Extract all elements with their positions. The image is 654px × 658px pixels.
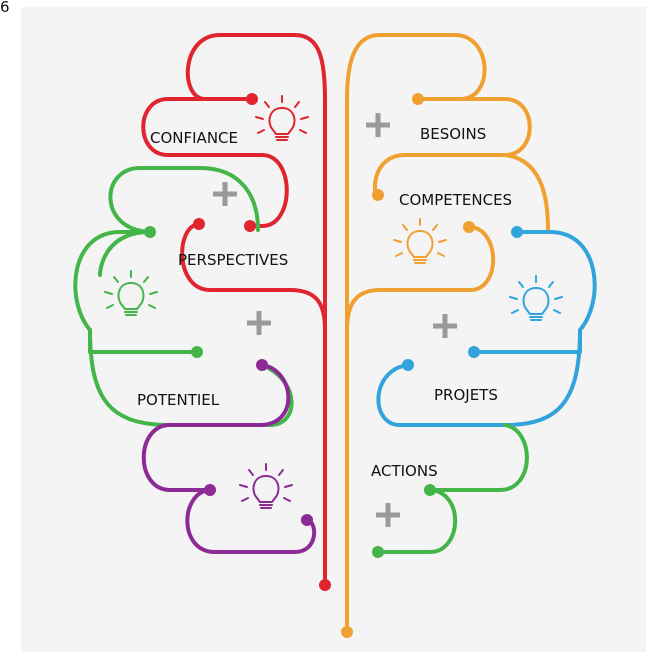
plus-icon xyxy=(433,314,457,338)
orange-dot xyxy=(372,189,384,201)
green-path-upper xyxy=(98,230,152,277)
plus-icon xyxy=(376,503,400,527)
green-dot xyxy=(191,346,203,358)
page-number: 6 xyxy=(0,0,10,16)
red-dot xyxy=(193,218,205,230)
lightbulb-icon xyxy=(509,275,563,321)
plus-icon xyxy=(366,113,390,137)
green-right-path-lower xyxy=(376,488,458,554)
red-dot xyxy=(319,579,331,591)
red-path xyxy=(185,33,327,587)
orange-path xyxy=(345,33,487,634)
label-perspectives: PERSPECTIVES xyxy=(178,251,288,269)
green-path-lower xyxy=(88,328,294,427)
label-competences: COMPETENCES xyxy=(399,191,512,209)
blue-dot xyxy=(511,226,523,238)
purple-dot xyxy=(204,484,216,496)
orange-dot xyxy=(412,93,424,105)
label-projets: PROJETS xyxy=(434,386,498,404)
red-dot xyxy=(244,220,256,232)
lightbulb-icon xyxy=(239,463,293,509)
red-dot xyxy=(246,93,258,105)
label-actions: ACTIONS xyxy=(371,462,438,480)
lightbulb-icon xyxy=(104,270,158,316)
blue-dot xyxy=(468,346,480,358)
green-dot xyxy=(424,484,436,496)
purple-path-lower xyxy=(185,488,317,554)
orange-dot xyxy=(341,626,353,638)
label-potentiel: POTENTIEL xyxy=(137,391,220,409)
green-path xyxy=(73,166,260,354)
illustration-background xyxy=(21,7,646,652)
green-right-path xyxy=(428,423,529,492)
blue-dot xyxy=(402,359,414,371)
plus-icon xyxy=(213,182,237,206)
lightbulb-icon xyxy=(393,218,447,264)
label-besoins: BESOINS xyxy=(420,125,486,143)
orange-inner-loop xyxy=(345,225,496,332)
purple-dot xyxy=(301,514,313,526)
red-confiance-loop xyxy=(141,97,289,228)
orange-competences-loop xyxy=(503,153,550,232)
orange-dot xyxy=(463,221,475,233)
label-confiance: CONFIANCE xyxy=(150,129,238,147)
plus-icon xyxy=(247,311,271,335)
blue-path-lower xyxy=(376,328,582,427)
lightbulb-icon xyxy=(255,95,309,141)
red-perspectives-loop xyxy=(180,222,327,332)
purple-dot xyxy=(256,359,268,371)
green-dot xyxy=(372,546,384,558)
purple-path xyxy=(141,363,291,492)
orange-besoins-loop xyxy=(373,97,532,197)
green-dot xyxy=(144,226,156,238)
